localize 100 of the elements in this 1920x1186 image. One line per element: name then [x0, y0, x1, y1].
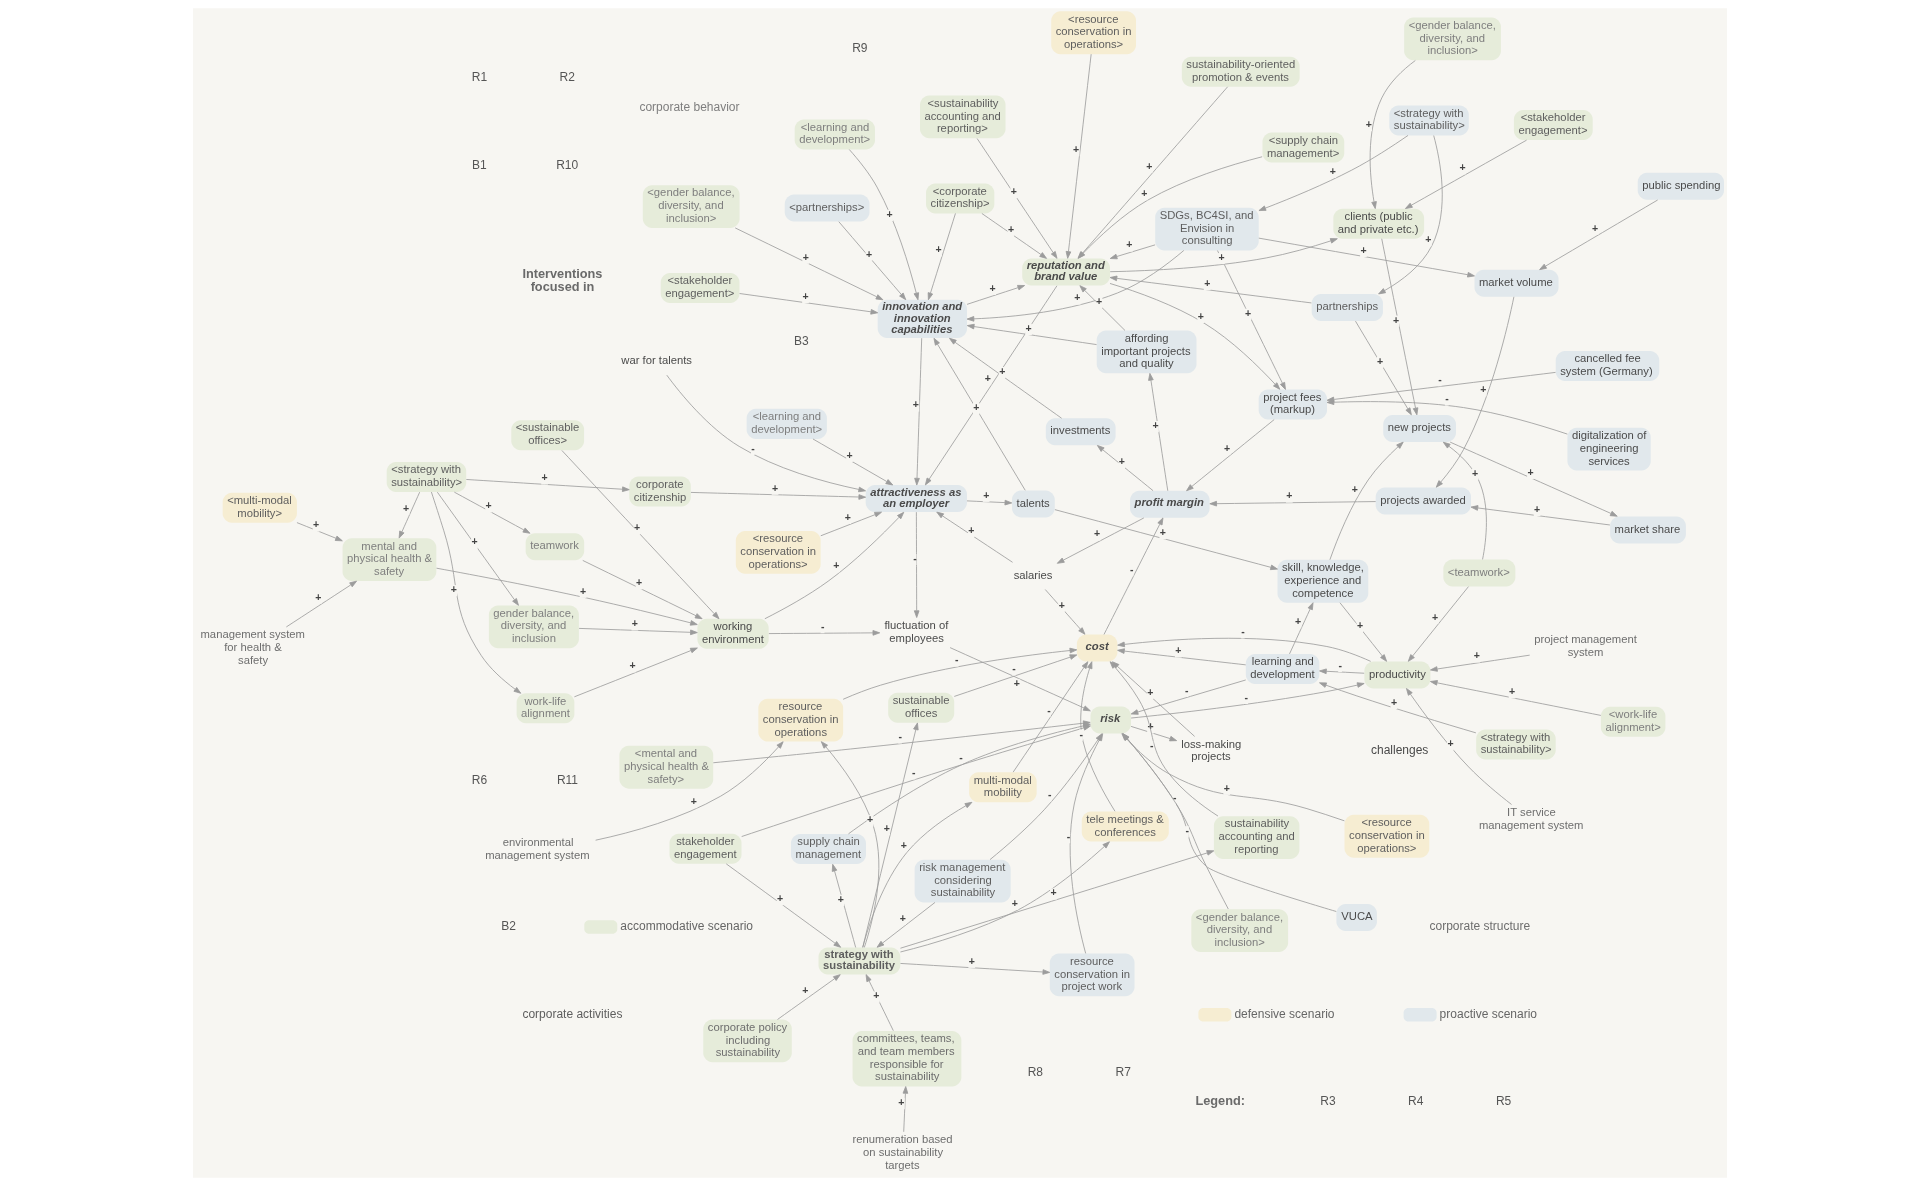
edge-label: + [802, 250, 809, 263]
legend-label: defensive scenario [1234, 1006, 1335, 1021]
edge-label: - [751, 441, 755, 454]
edge-label: + [1218, 250, 1225, 263]
node-text: environmental management system [485, 836, 590, 861]
edge-label: + [1224, 441, 1231, 454]
edge-label: + [772, 481, 779, 494]
edge-label: - [1438, 373, 1442, 386]
label: Interventions focused in [522, 266, 603, 295]
edge-label: + [873, 989, 880, 1002]
edge-label: + [900, 838, 907, 851]
edge-label: + [1392, 313, 1400, 326]
edge-label: + [973, 401, 980, 414]
legend-label: corporate activities [522, 1006, 623, 1021]
edge-label: - [1149, 739, 1154, 752]
edge-label: + [1050, 886, 1057, 899]
edge-label: + [802, 983, 809, 996]
edge-label: - [821, 619, 825, 632]
edge-label: + [1197, 309, 1204, 322]
edge-label: + [1011, 896, 1018, 909]
label: R5 [1495, 1094, 1512, 1109]
edge-label: - [912, 766, 916, 779]
edge-label: + [999, 365, 1006, 378]
edge-label: + [1534, 502, 1541, 515]
edge-label: + [1592, 221, 1599, 234]
label: R7 [1115, 1065, 1131, 1080]
edge-label: + [1013, 677, 1021, 690]
edge-label: + [844, 510, 851, 523]
edge-label: + [833, 559, 840, 572]
label: B2 [501, 918, 517, 933]
legend-label: challenges [1370, 743, 1429, 758]
edge-label: - [1241, 625, 1245, 638]
edge-label: + [983, 488, 990, 501]
edge-label: - [1048, 788, 1052, 801]
edge-label: + [867, 813, 874, 826]
edge-label: + [1025, 321, 1032, 334]
label: Legend: [1195, 1092, 1245, 1108]
edge-label: + [883, 822, 890, 835]
node-text: project management system [1534, 632, 1637, 658]
edge-label: + [968, 523, 975, 536]
edge-label: + [1472, 466, 1479, 479]
edge-label: + [1007, 222, 1015, 235]
edge-label: + [1126, 238, 1133, 251]
edge-label: + [886, 207, 893, 220]
edge-label: + [1360, 243, 1367, 256]
label: R6 [471, 772, 488, 787]
edge-label: + [1147, 685, 1154, 698]
node-text: management system for health & safety [200, 628, 305, 666]
edge-label: + [1096, 294, 1103, 307]
edge-label: + [866, 247, 873, 260]
node-text: war for talents [621, 354, 692, 367]
edge-label: + [935, 243, 942, 256]
edge-label: - [1244, 690, 1249, 703]
edge-label: + [450, 583, 457, 596]
edge-label: + [631, 617, 638, 630]
edge-label: + [1175, 644, 1182, 657]
edge-label: + [898, 1095, 905, 1108]
edge-label: + [984, 371, 992, 384]
label: B1 [472, 158, 487, 173]
edge-label: - [1066, 829, 1071, 842]
edge-label: + [1118, 454, 1126, 467]
edge-label: + [629, 659, 636, 672]
edge-label: + [313, 518, 320, 531]
edge-label: + [912, 398, 920, 411]
edge-label: + [1480, 382, 1487, 395]
edge-label: + [989, 281, 996, 294]
edge-label: + [1094, 527, 1101, 540]
node-text: renumeration based on sustainability targets [852, 1133, 953, 1171]
edge-label: - [955, 653, 959, 666]
edge-label: + [968, 954, 975, 967]
edge-label: + [1351, 482, 1358, 495]
legend-label: corporate structure [1429, 918, 1531, 933]
edge-label: + [1058, 598, 1065, 611]
edge-label: + [1286, 489, 1293, 502]
edge-label: + [1390, 695, 1398, 708]
edge-label: - [1184, 683, 1189, 696]
label: R2 [559, 70, 575, 85]
edge-label: + [636, 576, 643, 589]
edge-label: + [1223, 781, 1230, 794]
edge-label: + [485, 499, 492, 512]
label: R3 [1320, 1094, 1336, 1109]
edge-label: + [1432, 610, 1439, 623]
label: R11 [556, 772, 579, 787]
edge-label: - [1172, 790, 1177, 803]
legend-label: corporate behavior [639, 99, 740, 114]
edge-label: + [1425, 232, 1432, 245]
edge-label: + [846, 448, 853, 461]
edge-label: + [1147, 720, 1154, 733]
edge-label: + [837, 892, 844, 905]
edge-label: - [898, 730, 903, 743]
edge-label: + [1365, 117, 1372, 130]
edge-label: + [690, 794, 698, 807]
edge-label: + [1294, 615, 1302, 628]
edge-label: + [899, 911, 906, 924]
edge-label: - [913, 551, 917, 564]
legend-label: accommodative scenario [620, 918, 754, 933]
label: R9 [852, 41, 868, 56]
edge-label: + [1073, 143, 1080, 156]
label: R4 [1408, 1094, 1424, 1109]
edge-label: + [1377, 354, 1384, 367]
